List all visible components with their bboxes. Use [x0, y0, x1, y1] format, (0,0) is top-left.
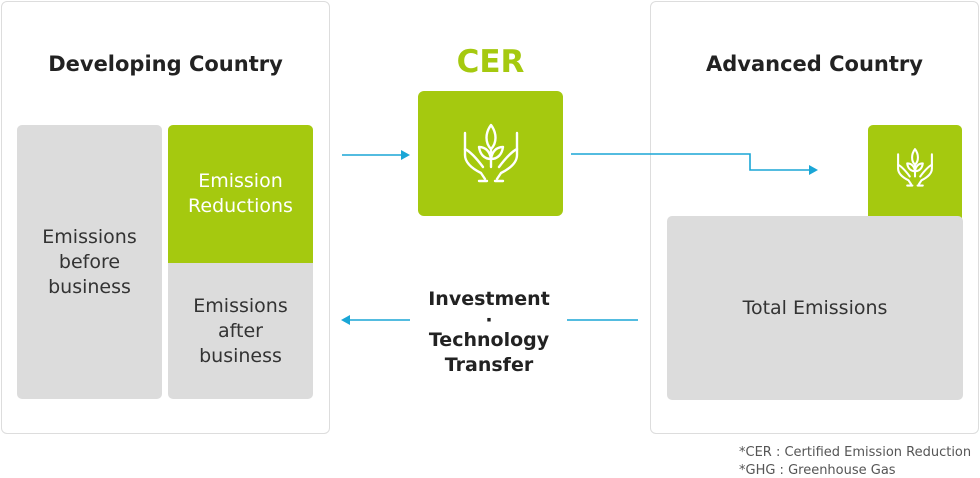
- arrow-cer-to-advanced: [571, 153, 810, 171]
- cer-box: [418, 91, 563, 216]
- technology-transfer-label: Technology Transfer: [428, 329, 550, 376]
- ghg-footnote: *GHG : Greenhouse Gas: [739, 463, 896, 478]
- emissions-after-label: Emissions after business: [193, 294, 288, 367]
- advanced-cer-box: [868, 125, 962, 225]
- cer-title: CER: [456, 44, 525, 80]
- separator-dot: ·: [485, 309, 493, 331]
- total-emissions-label: Total Emissions: [742, 296, 888, 319]
- cer-footnote: *CER : Certified Emission Reduction: [739, 445, 972, 460]
- investment-technology-label: Investment · Technology Transfer: [404, 287, 574, 378]
- hands-with-plant-icon: [897, 148, 933, 187]
- advanced-country-title: Advanced Country: [706, 52, 923, 76]
- emissions-after-box: Emissions after business: [168, 263, 313, 399]
- developing-country-title: Developing Country: [48, 52, 283, 76]
- investment-label: Investment: [428, 288, 550, 310]
- emission-reductions-label: Emission Reductions: [188, 170, 293, 217]
- emissions-before-label: Emissions before business: [42, 225, 137, 298]
- total-emissions-box: Total Emissions: [667, 216, 963, 400]
- emissions-before-box: Emissions before business: [17, 125, 162, 399]
- arrowhead-cer: [401, 150, 410, 160]
- hands-with-plant-icon: [463, 123, 518, 182]
- arrowhead-developing: [341, 315, 350, 325]
- arrowhead-advanced: [809, 165, 818, 175]
- emission-reductions-box: Emission Reductions: [168, 125, 313, 263]
